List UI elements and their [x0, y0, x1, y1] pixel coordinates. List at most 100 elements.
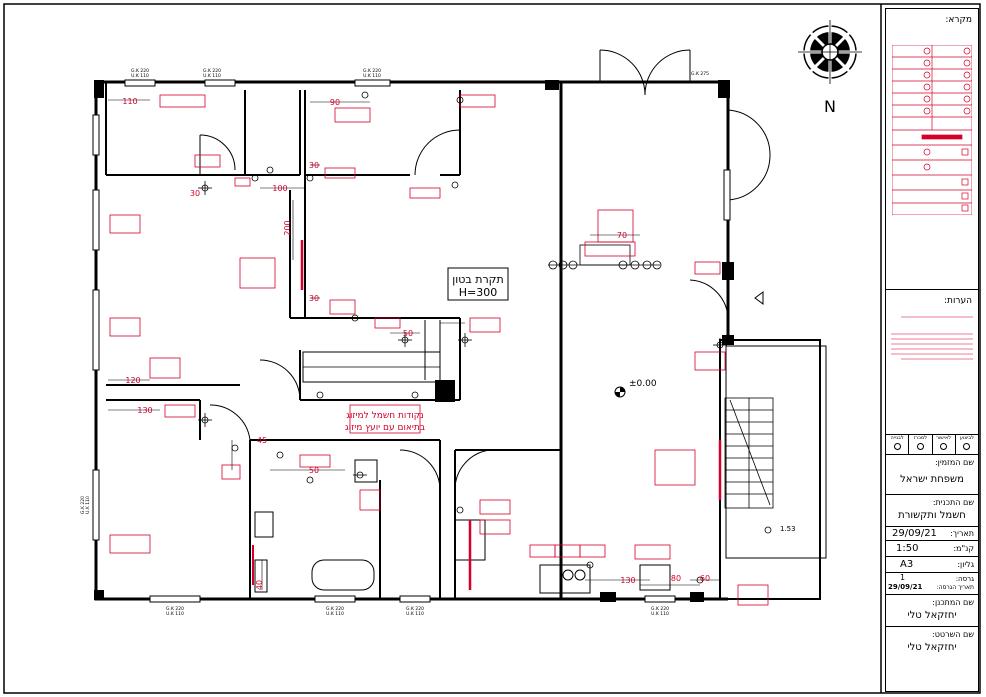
- dim-label: 50: [403, 329, 413, 338]
- revision-radio-icon: [916, 443, 924, 450]
- sheet-section: גליון: A3: [886, 556, 978, 573]
- outlet-markers: [198, 91, 772, 584]
- level-label: ±0.00: [629, 379, 657, 389]
- date-value: 29/09/21: [892, 528, 937, 539]
- dim-label: 100: [272, 184, 287, 193]
- window-tag: G.K 220: [406, 606, 424, 612]
- dim-label: 50: [309, 466, 319, 475]
- dim-label: 90: [330, 98, 340, 107]
- version-date-label: תאריך הגרסה:: [936, 584, 974, 591]
- dim-label: 70: [617, 231, 627, 240]
- window-tag: U.K 110: [363, 73, 381, 79]
- dim-label: 30: [190, 189, 200, 198]
- ac-note-line-1: נקודות חשמל למיזוג: [346, 411, 423, 421]
- client-value: משפחת ישראל: [900, 474, 964, 485]
- dim-label: 110: [122, 97, 137, 106]
- revision-radio-icon: [963, 443, 971, 450]
- dim-label: 200: [283, 220, 292, 235]
- dim-label: 120: [125, 376, 140, 385]
- window-tag: G.K 220: [203, 68, 221, 74]
- ceiling-height-label: H=300: [459, 286, 497, 299]
- version-value: 1: [900, 573, 906, 582]
- window-tag: U.K 110: [326, 611, 344, 617]
- concrete-ceiling-label: תקרת בטון: [452, 273, 503, 286]
- sheet-label: גליון:: [957, 560, 974, 569]
- dim-label: 30: [309, 161, 319, 170]
- fixtures: [254, 459, 671, 594]
- designer-section: שם המתכנן: יחזקאל טלי: [886, 594, 978, 627]
- legend-title: מקרא:: [945, 15, 972, 25]
- small-dim-label: 1.53: [780, 525, 796, 533]
- electrical-tags: [109, 94, 769, 606]
- legend-symbols: [892, 45, 972, 215]
- dim-label: 60: [700, 574, 710, 583]
- revision-col: לבנייה: [886, 435, 908, 455]
- revision-row: לביצוע לאישור למכרז לבנייה: [886, 434, 978, 455]
- scale-label: קנ"מ:: [953, 544, 974, 553]
- window-tag: G.K 220: [326, 606, 344, 612]
- dimension-labels: 110 90 100 30 30 200 30 50 120 130 70 45…: [122, 97, 710, 590]
- revision-radio-icon: [893, 443, 901, 450]
- plan-value: חשמל ותקשורת: [898, 510, 966, 521]
- revision-col-label: לביצוע: [959, 435, 975, 441]
- drafter-value: יחזקאל טלי: [907, 642, 957, 653]
- window-tag: U.K 110: [131, 73, 149, 79]
- sheet-border: [3, 3, 981, 694]
- version-label: גרסה:: [955, 575, 974, 583]
- north-label: N: [824, 97, 836, 116]
- window-tag: U.K 110: [166, 611, 184, 617]
- island-lights: [548, 244, 662, 270]
- plan-section: שם התכנית: חשמל ותקשורת: [886, 494, 978, 527]
- wardrobe: [302, 320, 441, 383]
- designer-label: שם המתכנן:: [932, 598, 974, 607]
- title-block: מקרא:: [885, 8, 979, 692]
- date-section: תאריך: 29/09/21: [886, 526, 978, 541]
- window-tag: U.K 110: [85, 496, 91, 514]
- revision-col-label: לאישור: [936, 435, 952, 441]
- viewpoint-marker: [754, 291, 764, 305]
- revision-col-label: למכרז: [913, 435, 928, 441]
- revision-col: לביצוע: [954, 435, 978, 455]
- window-tag: U.K 110: [406, 611, 424, 617]
- interior-walls: [105, 82, 560, 598]
- scale-value: 1:50: [896, 543, 919, 554]
- date-label: תאריך:: [950, 529, 974, 538]
- window-tag: G.K 275: [691, 71, 709, 77]
- window-tag: G.K 220: [166, 606, 184, 612]
- designer-value: יחזקאל טלי: [907, 610, 957, 621]
- drafter-label: שם השרטט:: [932, 630, 974, 639]
- columns: [94, 80, 734, 602]
- staircase: [724, 397, 774, 509]
- revision-col: למכרז: [908, 435, 931, 455]
- notes-text-lines: [891, 316, 973, 360]
- window-tag: G.K 220: [363, 68, 381, 74]
- dimension-lines: [108, 99, 720, 590]
- dim-label: 130: [620, 576, 635, 585]
- revision-col: לאישור: [931, 435, 955, 455]
- client-label: שם המזמין:: [934, 458, 974, 467]
- dim-label: 40: [255, 580, 264, 590]
- level-marker: [614, 386, 626, 398]
- window-tag: G.K 220: [80, 496, 86, 514]
- dim-label: 80: [671, 574, 681, 583]
- north-arrow-icon: [798, 20, 862, 84]
- revision-columns: לביצוע לאישור למכרז לבנייה: [886, 435, 978, 455]
- revision-radio-icon: [940, 443, 948, 450]
- ac-note-line-2: בתיאום עם יועץ מיזוג: [345, 423, 425, 433]
- notes-title: הערות:: [944, 296, 972, 306]
- sheet-value: A3: [900, 559, 914, 570]
- client-section: שם המזמין: משפחת ישראל: [886, 454, 978, 495]
- window-tag: G.K 220: [651, 606, 669, 612]
- windows: [92, 79, 731, 603]
- drafter-section: שם השרטט: יחזקאל טלי: [886, 626, 978, 659]
- window-tag: U.K 110: [203, 73, 221, 79]
- ceiling-label-box: [447, 267, 509, 301]
- version-date-value: 29/09/21: [888, 583, 923, 591]
- dim-label: 30: [309, 294, 319, 303]
- scale-section: קנ"מ: 1:50: [886, 540, 978, 557]
- plan-label: שם התכנית:: [932, 498, 974, 507]
- notes-section: הערות:: [886, 289, 978, 435]
- legend-section: מקרא:: [886, 9, 978, 289]
- window-tag: U.K 110: [651, 611, 669, 617]
- doors: [199, 49, 771, 491]
